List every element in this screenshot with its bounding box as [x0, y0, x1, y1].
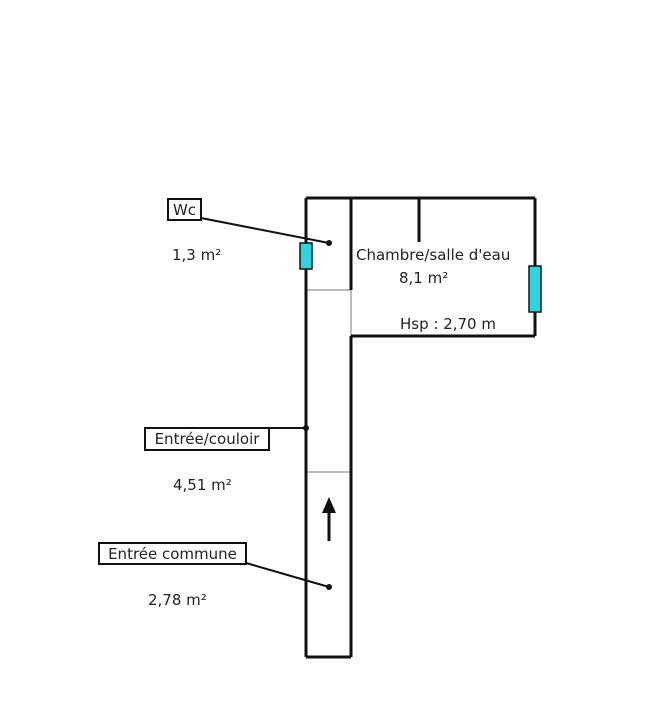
wc-leader-dot: [326, 240, 332, 246]
wc-label-box: [167, 198, 202, 221]
entrance-arrow-icon: [322, 497, 336, 541]
commune-label: Entrée commune: [108, 545, 237, 563]
chambre-label: Chambre/salle d'eau: [356, 246, 510, 264]
walls: [304, 196, 537, 659]
chambre-window-icon: [528, 265, 542, 313]
wc-leader-line: [200, 217, 330, 244]
chambre-area: 8,1 m²: [399, 269, 448, 287]
chambre-height: Hsp : 2,70 m: [400, 315, 496, 333]
couloir-label-box: [144, 427, 270, 451]
commune-leader-line: [245, 562, 330, 588]
wc-window-icon: [299, 242, 313, 270]
couloir-label: Entrée/couloir: [155, 430, 261, 448]
leader-lines: [200, 217, 330, 588]
wc-area: 1,3 m²: [172, 246, 221, 264]
couloir-area: 4,51 m²: [173, 476, 232, 494]
couloir-leader-dot: [303, 425, 309, 431]
commune-leader-dot: [326, 584, 332, 590]
commune-area: 2,78 m²: [148, 591, 207, 609]
wc-label: Wc: [173, 201, 196, 219]
commune-label-box: [98, 542, 247, 565]
